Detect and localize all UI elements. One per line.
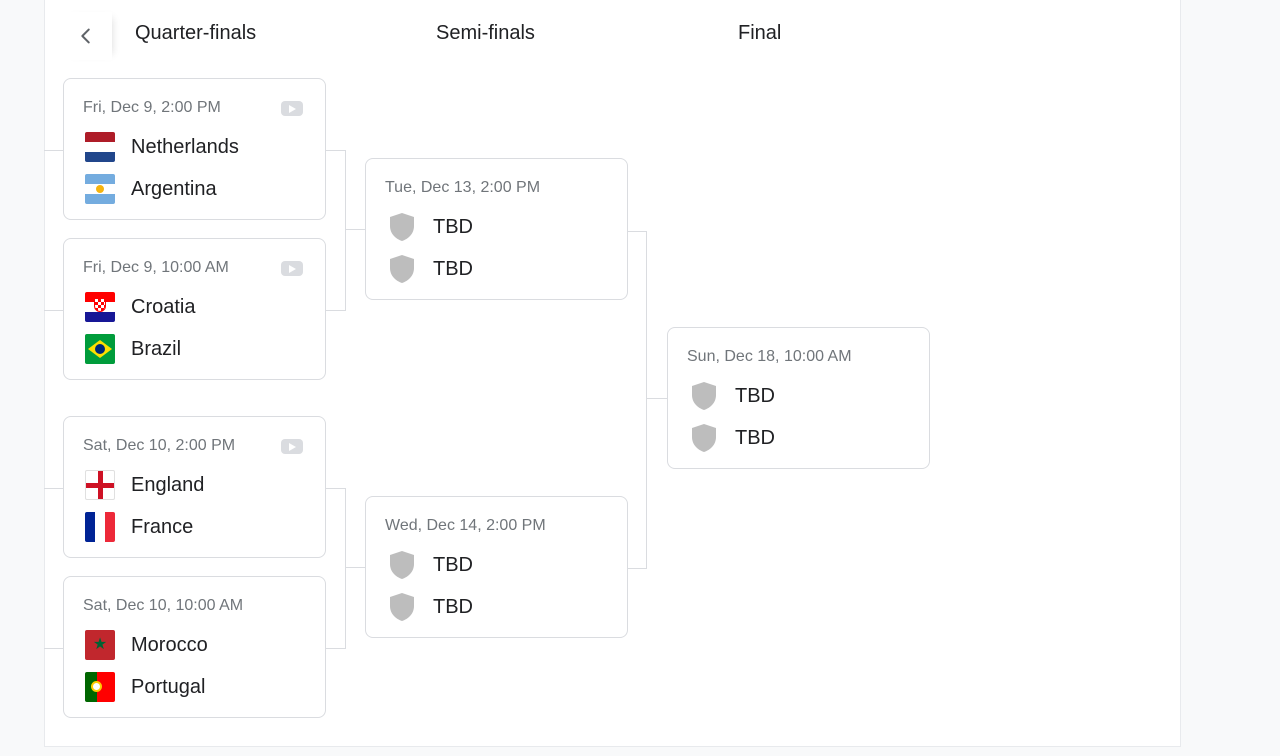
shield-icon <box>692 382 716 410</box>
match-card-sf1[interactable]: Tue, Dec 13, 2:00 PM TBD TBD <box>365 158 628 300</box>
match-date: Wed, Dec 14, 2:00 PM <box>385 517 546 534</box>
connector-line <box>646 398 667 399</box>
team-name: France <box>131 515 194 538</box>
team-row: England <box>85 469 204 501</box>
connector-line <box>345 488 346 649</box>
france-flag-icon <box>85 512 115 542</box>
back-button[interactable] <box>60 12 112 60</box>
chevron-left-icon <box>81 28 90 44</box>
team-row: TBD <box>689 422 775 454</box>
connector-line <box>44 488 63 489</box>
connector-line <box>326 488 345 489</box>
team-name: TBD <box>433 257 473 280</box>
team-name: Netherlands <box>131 135 239 158</box>
connector-line <box>646 231 647 569</box>
round-title-quarter-finals: Quarter-finals <box>135 22 257 44</box>
shield-icon <box>390 593 414 621</box>
connector-line <box>326 310 345 311</box>
match-date: Sat, Dec 10, 10:00 AM <box>83 597 244 614</box>
round-title-final: Final <box>738 22 782 44</box>
connector-line <box>345 567 365 568</box>
team-row: ★ Morocco <box>85 629 208 661</box>
team-row: TBD <box>387 253 473 285</box>
england-flag-icon <box>85 470 115 500</box>
shield-icon <box>692 424 716 452</box>
team-name: Brazil <box>131 337 182 360</box>
team-name: TBD <box>433 553 473 576</box>
match-date: Sat, Dec 10, 2:00 PM <box>83 437 236 454</box>
team-name: TBD <box>735 426 775 449</box>
shield-icon <box>390 551 414 579</box>
team-row: TBD <box>387 549 473 581</box>
connector-line <box>345 229 365 230</box>
team-row: TBD <box>387 591 473 623</box>
shield-icon <box>390 255 414 283</box>
team-name: TBD <box>433 595 473 618</box>
match-card-qf1[interactable]: Fri, Dec 9, 2:00 PM Netherlands Argentin… <box>63 78 326 220</box>
match-card-qf3[interactable]: Sat, Dec 10, 2:00 PM England France <box>63 416 326 558</box>
shield-icon <box>390 213 414 241</box>
team-row: Argentina <box>85 173 217 205</box>
connector-line <box>345 150 346 311</box>
match-date: Tue, Dec 13, 2:00 PM <box>385 179 541 196</box>
team-row: Netherlands <box>85 131 239 163</box>
video-icon[interactable] <box>281 261 303 276</box>
team-name: Argentina <box>131 177 217 200</box>
team-name: TBD <box>433 215 473 238</box>
connector-line <box>44 310 63 311</box>
match-card-sf2[interactable]: Wed, Dec 14, 2:00 PM TBD TBD <box>365 496 628 638</box>
team-row: TBD <box>689 380 775 412</box>
video-icon[interactable] <box>281 101 303 116</box>
argentina-flag-icon <box>85 174 115 204</box>
match-date: Sun, Dec 18, 10:00 AM <box>687 348 852 365</box>
morocco-flag-icon: ★ <box>85 630 115 660</box>
team-name: Portugal <box>131 675 206 698</box>
team-name: Croatia <box>131 295 196 318</box>
connector-line <box>44 150 63 151</box>
team-row: France <box>85 511 193 543</box>
match-date: Fri, Dec 9, 10:00 AM <box>83 259 229 276</box>
team-name: TBD <box>735 384 775 407</box>
match-card-qf2[interactable]: Fri, Dec 9, 10:00 AM Croatia Brazil <box>63 238 326 380</box>
brazil-flag-icon <box>85 334 115 364</box>
team-name: England <box>131 473 205 496</box>
netherlands-flag-icon <box>85 132 115 162</box>
team-name: Morocco <box>131 633 208 656</box>
portugal-flag-icon <box>85 672 115 702</box>
video-icon[interactable] <box>281 439 303 454</box>
team-row: Brazil <box>85 333 181 365</box>
team-row: TBD <box>387 211 473 243</box>
match-card-qf4[interactable]: Sat, Dec 10, 10:00 AM ★ Morocco Portugal <box>63 576 326 718</box>
connector-line <box>326 150 345 151</box>
connector-line <box>44 648 63 649</box>
match-card-final[interactable]: Sun, Dec 18, 10:00 AM TBD TBD <box>667 327 930 469</box>
croatia-flag-icon <box>85 292 115 322</box>
connector-line <box>628 568 647 569</box>
round-title-semi-finals: Semi-finals <box>436 22 535 44</box>
connector-line <box>628 231 647 232</box>
match-date: Fri, Dec 9, 2:00 PM <box>83 99 221 116</box>
team-row: Portugal <box>85 671 206 703</box>
connector-line <box>326 648 345 649</box>
team-row: Croatia <box>85 291 195 323</box>
